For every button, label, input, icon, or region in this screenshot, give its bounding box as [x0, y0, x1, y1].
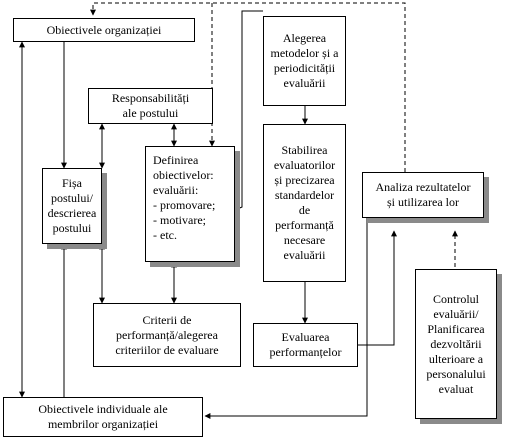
box-results-analysis: Analiza rezultatelor și utilizarea lor: [362, 172, 484, 218]
arrow-evaluarea-to-analiza: [358, 230, 397, 346]
box-job-description: Fișa postului/ descrierea postului: [42, 168, 102, 244]
box-defining-objectives: Definirea obiectivelor: evaluării: - pro…: [145, 146, 235, 262]
box-method-selection: Alegerea metodelor și a periodicității e…: [263, 16, 346, 106]
box-evaluation-control: Controlul evaluării/ Planificarea dezvol…: [415, 269, 497, 419]
box-organization-objectives: Obiectivele organizației: [13, 18, 195, 42]
box-evaluators-standards: Stabilirea evaluatorilor și precizarea s…: [263, 124, 346, 282]
box-performance-evaluation: Evaluarea performanțelor: [253, 323, 358, 367]
arrow-analiza-to-individual: [204, 218, 368, 419]
box-job-responsibilities: Responsabilități ale postului: [88, 88, 213, 124]
box-performance-criteria: Criterii de performanță/alegerea criteri…: [93, 303, 241, 367]
arrow-definirea-to-alegerea: [234, 10, 263, 211]
dashed-feedback-loop: [90, 2, 406, 172]
box-individual-objectives: Obiectivele individuale ale membrilor or…: [3, 397, 203, 437]
